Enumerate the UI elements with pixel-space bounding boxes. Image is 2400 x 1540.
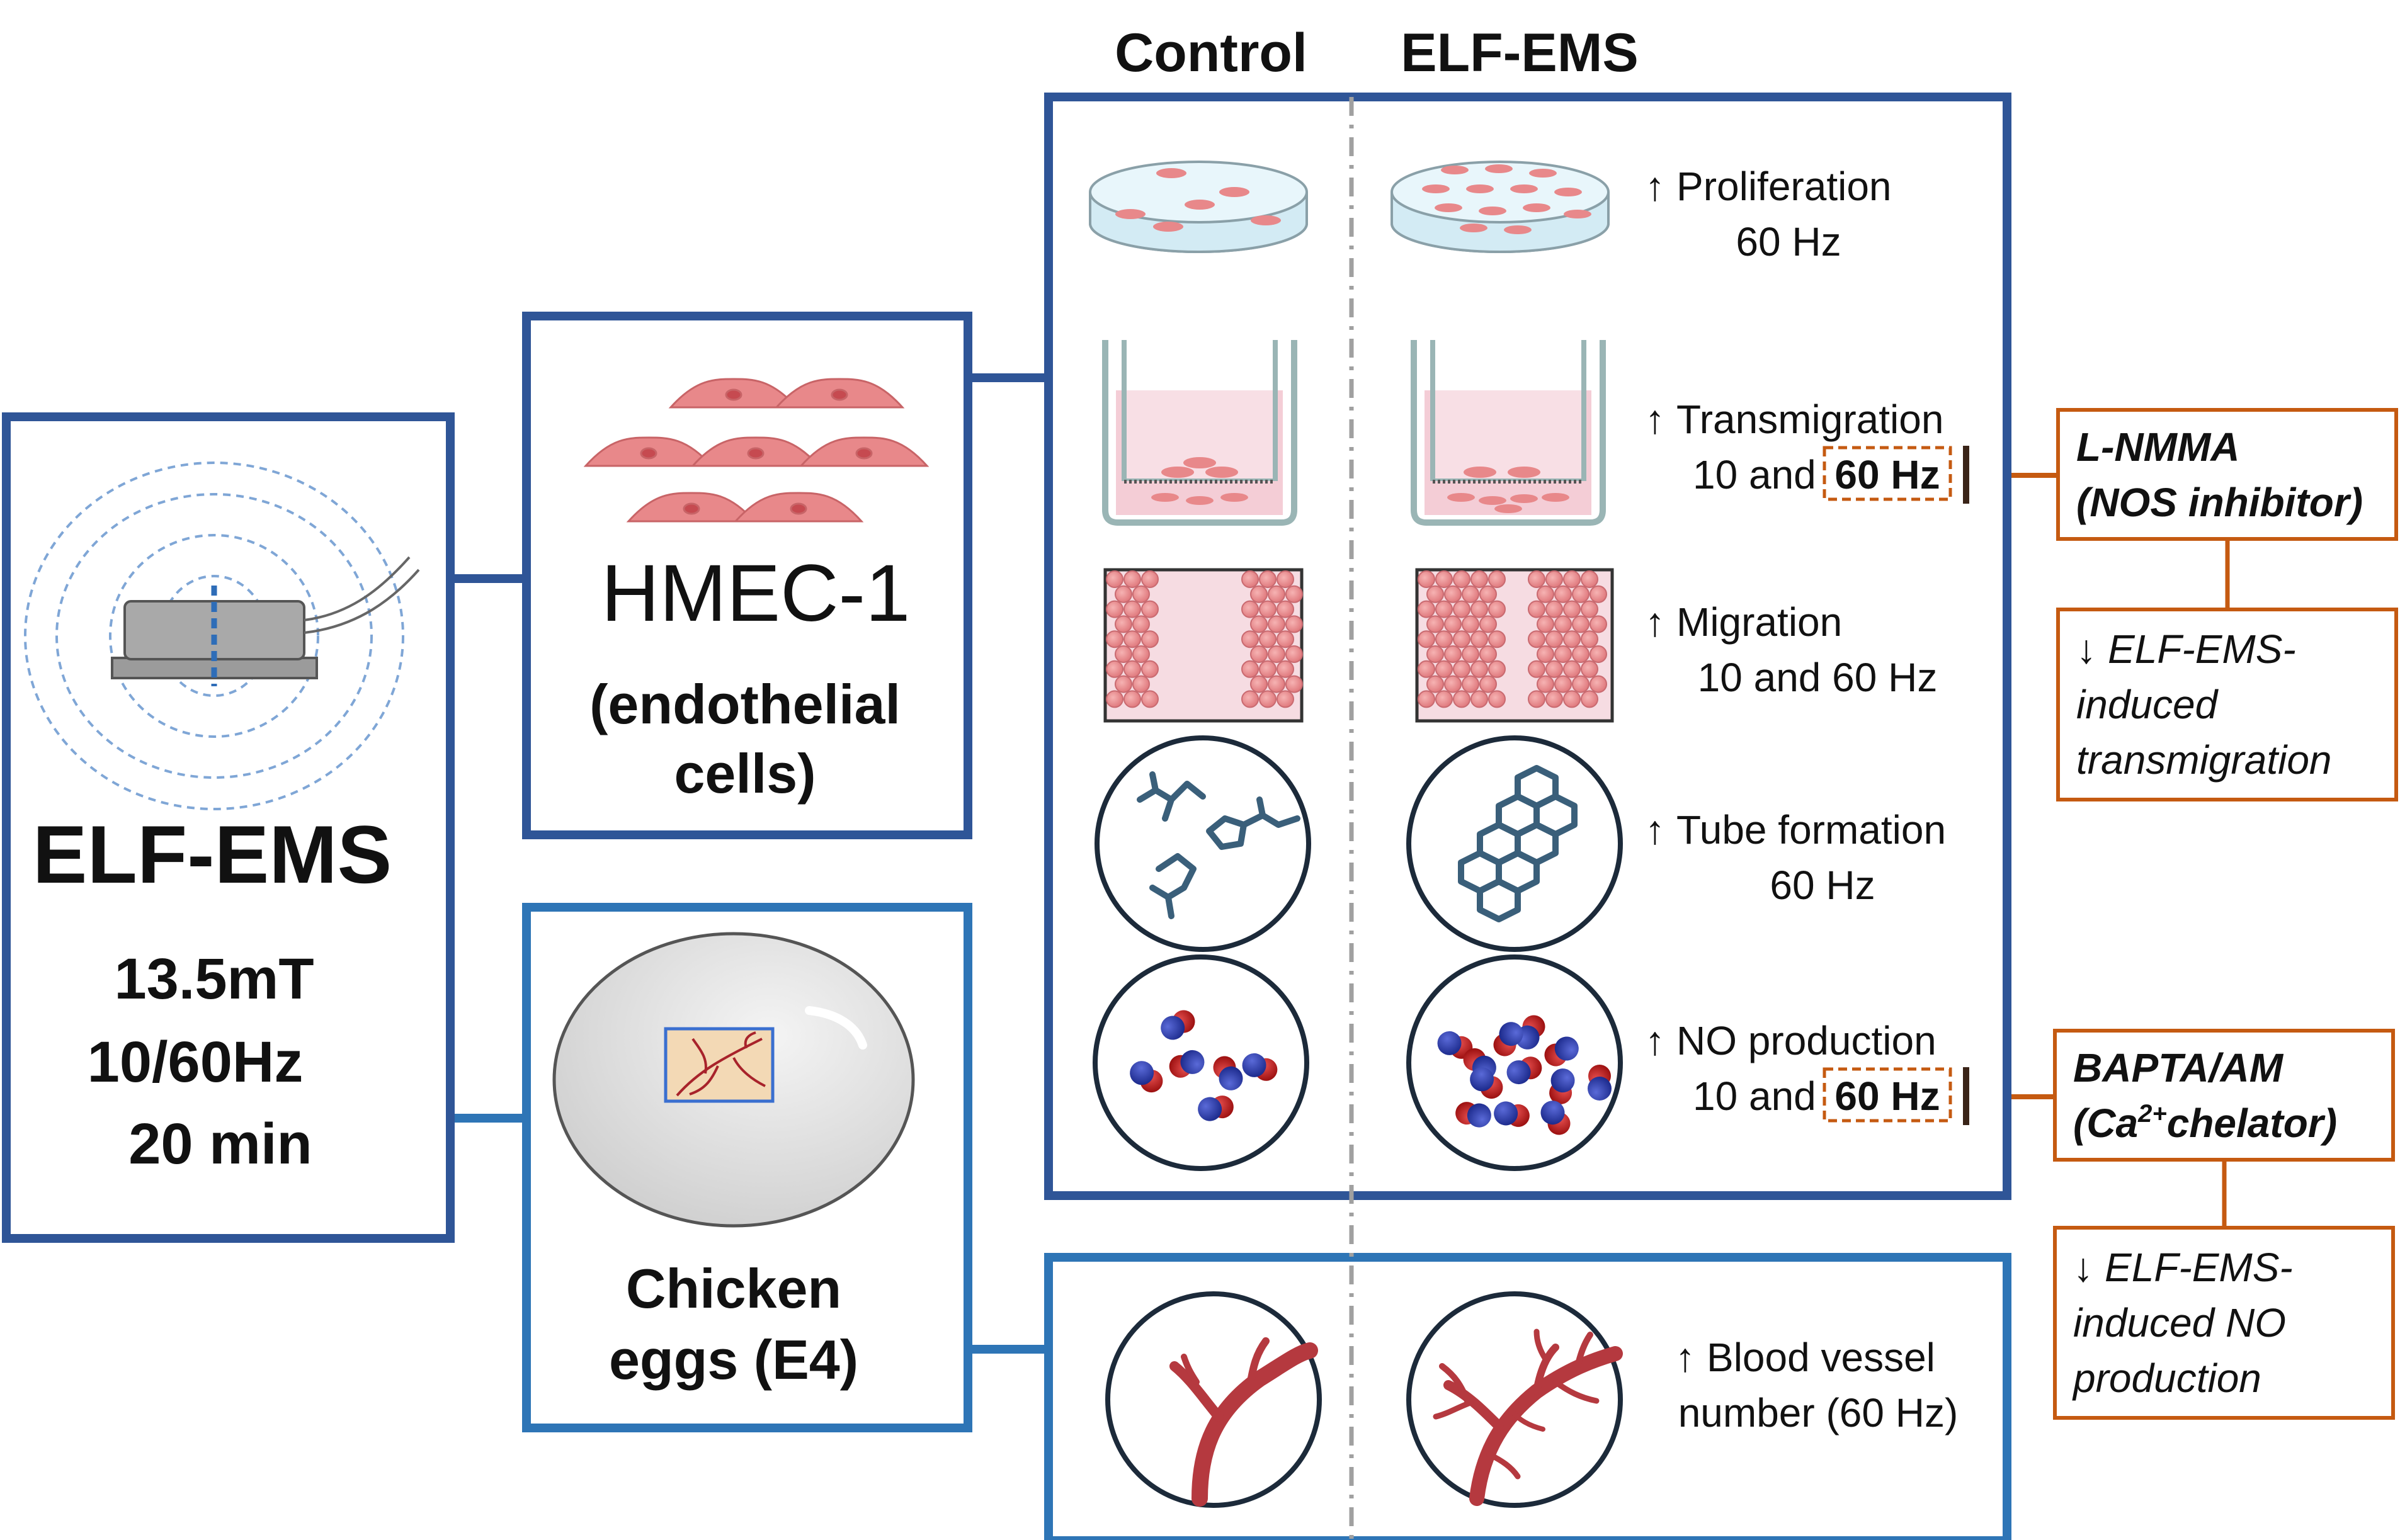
inhibitor-lnmma-name: L-NMMA	[2076, 424, 2239, 470]
control-blood-vessel-icon	[1105, 1291, 1322, 1508]
inhibitor-box-bapta	[2053, 1029, 2395, 1162]
hmec-desc-line2: cells)	[674, 742, 816, 805]
result-tube-formation-label: ↑Tube formation	[1645, 807, 1946, 852]
egg-icon	[552, 932, 915, 1228]
up-arrow-icon: ↑	[1645, 599, 1665, 645]
stimulus-duration: 20 min	[128, 1112, 312, 1176]
stimulus-intensity: 13.5mT	[114, 947, 314, 1011]
up-arrow-icon: ↑	[1645, 1018, 1665, 1063]
effect-no-production-line2: induced NO	[2073, 1300, 2286, 1345]
control-transwell-icon	[1102, 340, 1297, 526]
result-proliferation-label: ↑Proliferation	[1645, 164, 1892, 209]
result-migration-detail: 10 and 60 Hz	[1698, 655, 1938, 700]
inhibitor-bapta-name: BAPTA/AM	[2073, 1045, 2284, 1090]
endothelial-cells-icon	[583, 378, 930, 523]
up-arrow-icon: ↑	[1645, 164, 1665, 209]
effect-no-production-line3: production	[2072, 1356, 2261, 1401]
effect-box-transmigration	[2056, 608, 2398, 801]
eggs-label-line2: eggs (E4)	[609, 1328, 858, 1391]
elf-ems-column-header: ELF-EMS	[1401, 23, 1638, 83]
hmec-desc-line1: (endothelial	[589, 673, 901, 735]
effect-no-production-line1: ↓ELF-EMS-	[2073, 1245, 2293, 1290]
control-petri-dish-icon	[1089, 161, 1308, 253]
highlight-box-no-production	[1823, 1067, 1952, 1123]
result-no-production-detail-prefix: 10 and	[1693, 1073, 1816, 1119]
control-no-molecules-icon	[1093, 954, 1309, 1171]
result-proliferation-detail: 60 Hz	[1736, 219, 1841, 264]
result-transmigration-detail-prefix: 10 and	[1693, 452, 1816, 497]
hmec-name: HMEC-1	[601, 548, 911, 638]
control-tube-formation-icon	[1095, 735, 1311, 952]
elf-ems-no-molecules-icon	[1406, 954, 1623, 1171]
elf-ems-transwell-icon	[1411, 340, 1606, 526]
inhibitor-box-lnmma	[2056, 408, 2398, 541]
down-arrow-icon: ↓	[2073, 1245, 2093, 1290]
elf-ems-tube-formation-icon	[1406, 735, 1623, 952]
result-blood-vessel-line1: ↑Blood vessel	[1675, 1335, 1935, 1380]
effect-box-no-production	[2053, 1226, 2395, 1420]
effect-transmigration-line1: ↓ELF-EMS-	[2076, 626, 2296, 672]
up-arrow-icon: ↑	[1645, 397, 1665, 442]
elf-ems-blood-vessel-icon	[1406, 1291, 1623, 1508]
elf-ems-petri-dish-icon	[1391, 161, 1610, 253]
up-arrow-icon: ↑	[1675, 1335, 1695, 1380]
control-column-header: Control	[1115, 23, 1307, 83]
elf-ems-migration-assay-icon	[1415, 568, 1614, 723]
control-migration-assay-icon	[1103, 568, 1304, 723]
magnet-device-icon	[24, 461, 420, 810]
result-tube-formation-detail: 60 Hz	[1770, 863, 1875, 908]
stimulus-panel	[2, 412, 455, 1243]
result-migration-label: ↑Migration	[1645, 599, 1842, 645]
effect-transmigration-line2: induced	[2076, 682, 2219, 727]
result-transmigration-label: ↑Transmigration	[1645, 397, 1943, 442]
result-transmigration-detail-highlight: 60 Hz	[1834, 452, 1940, 497]
result-no-production-label: ↑NO production	[1645, 1018, 1936, 1063]
down-arrow-icon: ↓	[2076, 626, 2096, 672]
highlight-box-transmigration	[1823, 446, 1952, 501]
stimulus-title: ELF-EMS	[33, 808, 392, 900]
inhibitor-lnmma-desc: (NOS inhibitor)	[2076, 480, 2363, 525]
effect-transmigration-line3: transmigration	[2076, 737, 2332, 783]
up-arrow-icon: ↑	[1645, 807, 1665, 852]
stimulus-frequency: 10/60Hz	[88, 1030, 304, 1094]
eggs-label-line1: Chicken	[626, 1257, 841, 1320]
result-blood-vessel-line2: number (60 Hz)	[1678, 1390, 1959, 1435]
result-no-production-detail-highlight: 60 Hz	[1834, 1073, 1940, 1119]
inhibitor-bapta-desc: (Ca2+chelator)	[2073, 1100, 2337, 1146]
